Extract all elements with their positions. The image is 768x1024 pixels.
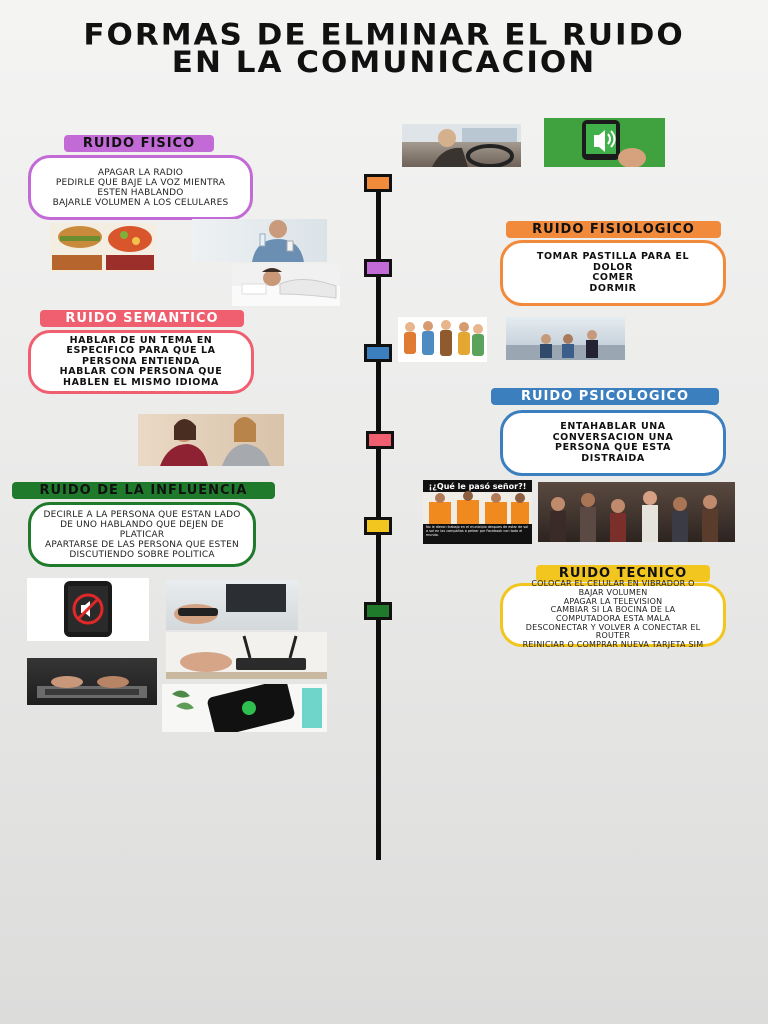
photo-women-conversation <box>138 414 284 466</box>
text-line: APARTARSE DE LAS PERSONA QUE ESTEN <box>45 539 239 550</box>
timeline-marker-influencia <box>364 602 392 620</box>
text-line: TOMAR PASTILLA PARA EL <box>536 251 690 262</box>
box-ruido-psicologico: ENTAHABLAR UNA CONVERSACION UNA PERSONA … <box>500 410 726 476</box>
text-line: DISCUTIENDO SOBRE POLITICA <box>69 549 215 560</box>
meme-caption: ¡¿Qué le pasó señor?! <box>428 482 527 491</box>
photo-crowd-discussion <box>538 482 735 542</box>
timeline-marker-psicologico <box>364 344 392 362</box>
photo-woman-pill <box>192 219 327 262</box>
box-ruido-fisico: APAGAR LA RADIO PEDIRLE QUE BAJE LA VOZ … <box>28 155 253 220</box>
page-title: FORMAS DE ELMINAR EL RUIDO EN LA COMUNIC… <box>0 17 768 80</box>
text-line: CONVERSACION UNA <box>552 431 674 443</box>
photo-router <box>166 632 327 679</box>
image-phone-muted <box>27 578 149 641</box>
timeline-marker-semantico <box>366 431 394 449</box>
text-line: DESCONECTAR Y VOLVER A CONECTAR EL <box>525 622 701 632</box>
text-line: HABLEN EL MISMO IDIOMA <box>63 376 219 388</box>
label-ruido-fisiologico: RUIDO FISIOLOGICO <box>506 221 721 238</box>
photo-phone-speaker <box>544 118 665 167</box>
timeline-marker-fisiologico <box>364 174 392 192</box>
label-ruido-psicologico: RUIDO PSICOLOGICO <box>491 388 719 405</box>
text-line: ENTAHABLAR UNA <box>560 421 666 432</box>
text-line: APAGAR LA RADIO <box>97 167 184 178</box>
text-line: HABLAR DE UN TEMA EN <box>69 334 213 346</box>
text-line: PERSONA ENTIENDA <box>81 355 201 367</box>
text-line: APAGAR LA TELEVISION <box>563 596 663 606</box>
text-line: DE UNO HABLANDO QUE DEJEN DE <box>60 519 224 530</box>
box-ruido-influencia: DECIRLE A LA PERSONA QUE ESTAN LADO DE U… <box>28 502 256 567</box>
photo-food <box>50 223 156 272</box>
text-line: COLOCAR EL CELULAR EN VIBRADOR O <box>531 579 695 589</box>
box-ruido-semantico: HABLAR DE UN TEMA EN ESPECIFICO PARA QUE… <box>28 330 254 394</box>
text-line: DECIRLE A LA PERSONA QUE ESTAN LADO <box>43 509 241 520</box>
text-line: CAMBIAR SI LA BOCINA DE LA <box>550 605 676 615</box>
timeline-marker-fisico <box>364 259 392 277</box>
timeline-marker-tecnico <box>364 517 392 535</box>
label-ruido-semantico: RUIDO SEMANTICO <box>40 310 244 327</box>
box-ruido-tecnico: COLOCAR EL CELULAR EN VIBRADOR O BAJAR V… <box>500 579 726 650</box>
text-line: REINICIAR O COMPRAR NUEVA TARJETA SIM <box>522 640 704 650</box>
text-line: ROUTER <box>595 631 631 641</box>
photo-man-sleeping <box>232 264 340 306</box>
text-line: PLATICAR <box>119 529 165 540</box>
image-meme-politics: ¡¿Qué le pasó señor?! No le dieron traba… <box>423 480 532 544</box>
text-line: BAJAR VOLUMEN <box>578 587 648 597</box>
label-ruido-tecnico: RUIDO TECNICO <box>536 565 710 582</box>
label-ruido-fisico: RUIDO FISICO <box>64 135 214 152</box>
text-line: COMER <box>592 272 634 283</box>
text-line: ESPECIFICO PARA QUE LA <box>66 345 216 357</box>
photo-car-radio <box>402 124 521 167</box>
photo-phone-sim <box>162 684 327 732</box>
text-line: PERSONA QUE ESTA <box>555 442 671 453</box>
meme-subtext: No le dieron trabajo en el municipio des… <box>426 525 529 537</box>
photo-meeting-room <box>506 317 625 360</box>
photo-tv-remote <box>166 580 298 630</box>
text-line: ESTEN HABLANDO <box>97 187 184 198</box>
text-line: DISTRAIDA <box>581 452 645 464</box>
text-line: BAJARLE VOLUMEN A LOS CELULARES <box>52 197 229 208</box>
text-line: DORMIR <box>589 282 637 294</box>
box-ruido-fisiologico: TOMAR PASTILLA PARA EL DOLOR COMER DORMI… <box>500 240 726 306</box>
title-line-1: FORMAS DE ELMINAR EL RUIDO <box>83 17 685 52</box>
title-line-2: EN LA COMUNICACION <box>171 45 597 80</box>
text-line: PEDIRLE QUE BAJE LA VOZ MIENTRA <box>55 177 226 188</box>
label-ruido-influencia: RUIDO DE LA INFLUENCIA <box>12 482 275 499</box>
photo-laptop-repair <box>27 658 157 705</box>
text-line: HABLAR CON PERSONA QUE <box>59 366 223 378</box>
text-line: DOLOR <box>592 261 634 273</box>
text-line: COMPUTADORA ESTA MALA <box>555 614 670 623</box>
illustration-people-talking <box>398 317 487 362</box>
